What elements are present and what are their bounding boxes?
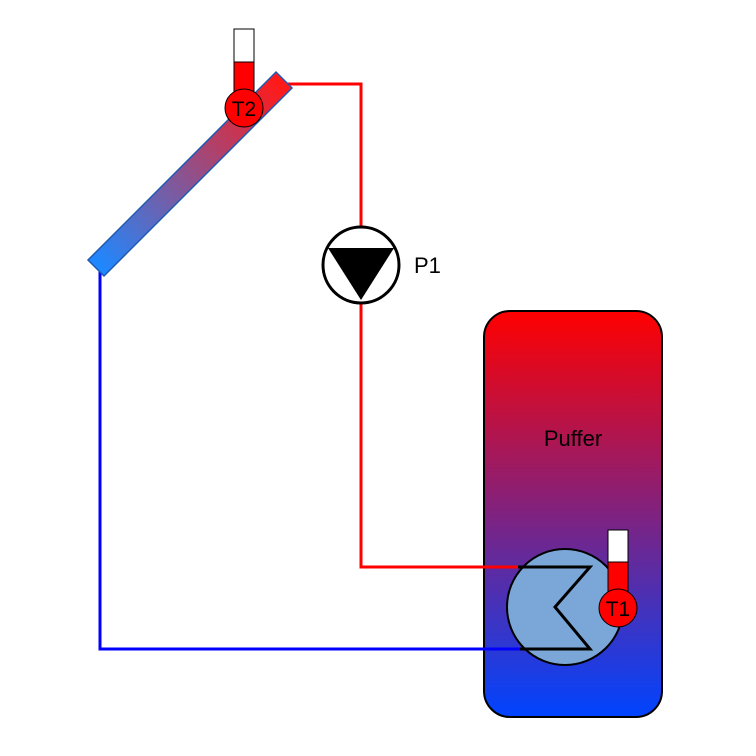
heat-exchanger xyxy=(506,548,624,666)
thermometer-icon xyxy=(598,529,638,628)
pump-icon xyxy=(321,225,401,305)
pump-label: P1 xyxy=(414,253,441,278)
cold-pipe xyxy=(98,270,520,651)
thermometer-icon xyxy=(224,28,264,128)
heat-exchanger-coil xyxy=(518,565,594,651)
hot-pipe xyxy=(278,82,518,569)
sensor-collector-label: T2 xyxy=(232,98,257,121)
sensor-tank-label: T1 xyxy=(606,598,631,621)
tank-label: Puffer xyxy=(544,426,602,451)
